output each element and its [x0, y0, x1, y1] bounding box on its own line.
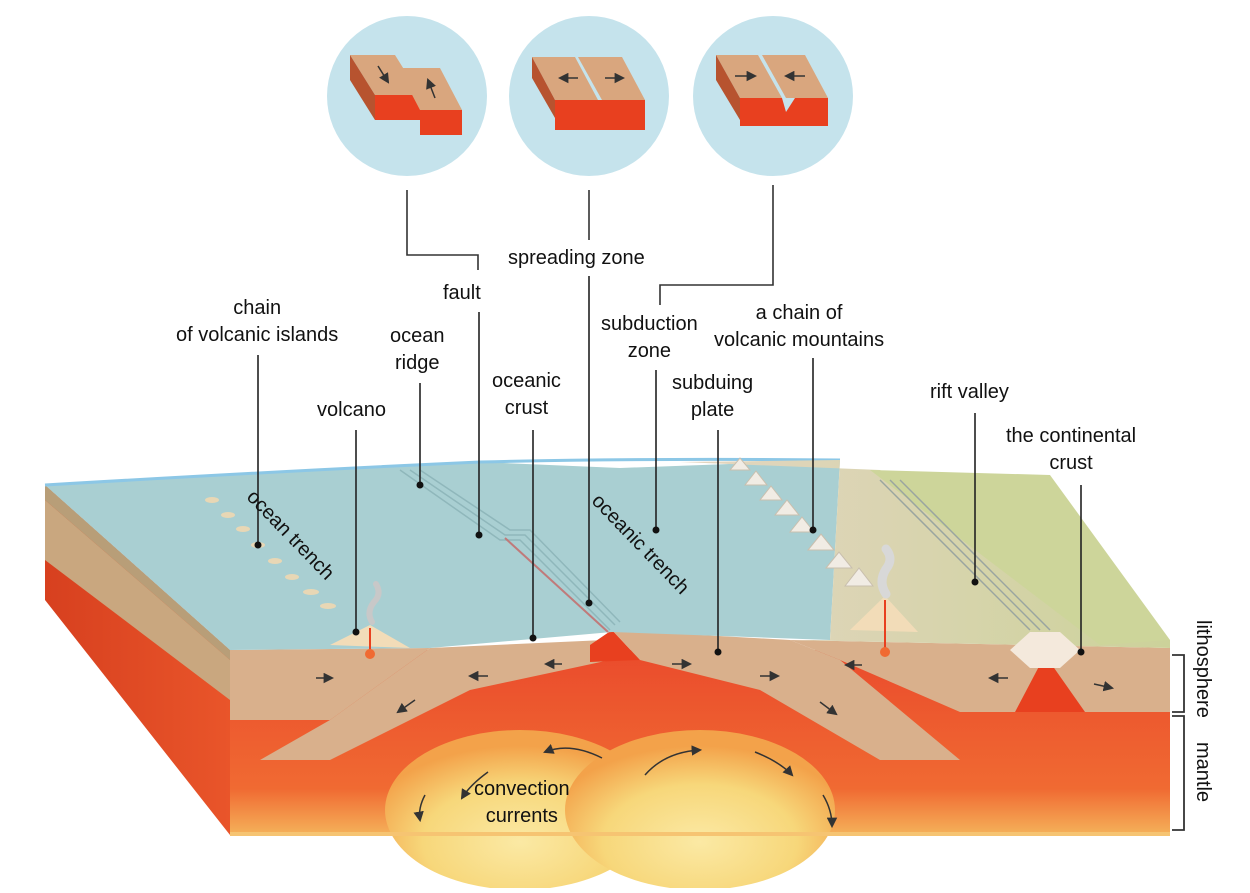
convection-arrows — [413, 744, 838, 829]
transform-boundary-inset — [327, 16, 487, 176]
convection-cell-right — [565, 730, 835, 890]
lithosphere-left — [230, 648, 430, 720]
layer-brackets — [1172, 654, 1185, 831]
subducting-slab-left — [260, 640, 610, 760]
convergent-boundary-inset — [693, 16, 853, 176]
label-ocean-ridge: ocean ridge — [390, 325, 445, 374]
ocean-ridge-lines — [399, 469, 621, 631]
leader-lines — [257, 276, 1082, 652]
subducting-slab-right — [612, 630, 960, 760]
ocean-surface — [45, 460, 840, 650]
rift-notch — [1010, 632, 1080, 668]
label-rift-valley: rift valley — [930, 381, 1009, 403]
label-lithosphere: lithosphere — [1192, 620, 1214, 718]
label-chain-of-volcanic-islands: chain of volcanic islands — [176, 297, 339, 346]
label-subduing-plate: subduing plate — [672, 372, 754, 421]
lithosphere-right — [790, 640, 1170, 712]
label-fault: fault — [443, 282, 481, 304]
label-mantle: mantle — [1192, 742, 1214, 803]
label-volcano: volcano — [317, 399, 386, 421]
volcanic-mountain-chain — [728, 457, 875, 587]
label-oceanic-crust: oceanic crust — [492, 370, 561, 419]
plate-motion-arrows — [316, 658, 1115, 716]
rift-magma — [1015, 655, 1085, 712]
label-continental-crust: the continental crust — [1006, 425, 1137, 474]
label-convection-currents: convection currents — [474, 778, 570, 827]
leader-dots — [254, 481, 1085, 656]
volcanic-island-chain — [205, 497, 336, 609]
label-spreading-zone: spreading zone — [508, 247, 645, 269]
divergent-boundary-inset — [509, 16, 669, 176]
inset-connectors — [406, 185, 774, 305]
label-volcanic-mountains: a chain of volcanic mountains — [714, 302, 885, 351]
label-subduction-zone: subduction zone — [601, 313, 698, 362]
